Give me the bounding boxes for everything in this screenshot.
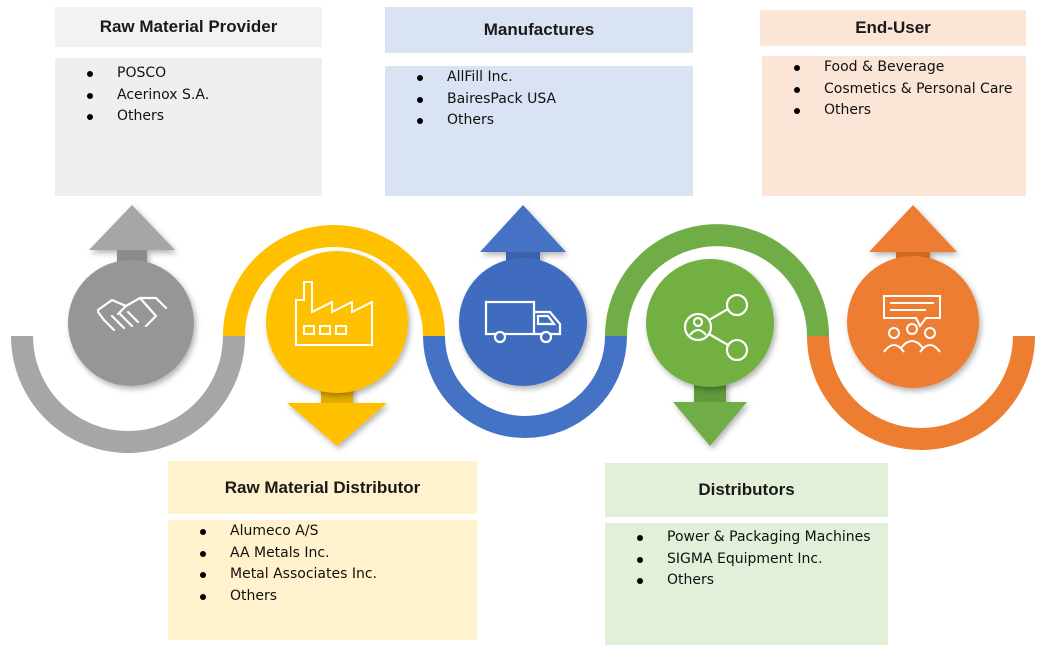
list-item: SIGMA Equipment Inc. <box>605 549 888 571</box>
stage-node-raw-material-provider <box>68 205 194 386</box>
stage-node-end-user <box>847 205 979 388</box>
end-user-list: Food & Beverage Cosmetics & Personal Car… <box>762 56 1026 196</box>
share-network-icon <box>683 293 749 362</box>
list-item: BairesPack USA <box>385 89 693 111</box>
list-item: Cosmetics & Personal Care <box>762 79 1026 101</box>
connector-ribbon <box>11 224 1035 453</box>
distributors-title: Distributors <box>605 463 888 517</box>
factory-icon <box>295 281 373 346</box>
ribbon-segment-orange <box>807 335 1035 450</box>
distributors-list: Power & Packaging Machines SIGMA Equipme… <box>605 523 888 645</box>
ribbon-segment-yellow <box>223 225 445 337</box>
manufactures-title: Manufactures <box>385 7 693 53</box>
stage-circle <box>68 260 194 386</box>
list-item: Alumeco A/S <box>168 521 477 543</box>
truck-icon <box>484 300 562 344</box>
ribbon-segment-gray <box>11 335 245 453</box>
raw-material-distributor-title: Raw Material Distributor <box>168 461 477 514</box>
stage-node-distributors <box>646 259 774 446</box>
ribbon-segment-green <box>605 224 829 337</box>
list-item: AllFill Inc. <box>385 67 693 89</box>
stage-circle <box>459 258 587 386</box>
list-item: Power & Packaging Machines <box>605 527 888 549</box>
list-item: AA Metals Inc. <box>168 543 477 565</box>
list-item: Metal Associates Inc. <box>168 564 477 586</box>
raw-material-provider-list: POSCO Acerinox S.A. Others <box>55 58 322 196</box>
list-item: Others <box>385 110 693 132</box>
stage-node-raw-material-distributor <box>266 251 408 446</box>
stage-circle <box>266 251 408 393</box>
list-item: POSCO <box>55 63 322 85</box>
raw-material-distributor-list: Alumeco A/S AA Metals Inc. Metal Associa… <box>168 520 477 640</box>
list-item: Others <box>55 106 322 128</box>
stage-circle <box>847 256 979 388</box>
end-user-title: End-User <box>760 10 1026 46</box>
list-item: Others <box>762 100 1026 122</box>
ribbon-segment-blue <box>423 335 627 438</box>
handshake-icon <box>96 296 168 332</box>
stage-node-manufactures <box>459 205 587 386</box>
manufactures-list: AllFill Inc. BairesPack USA Others <box>385 66 693 196</box>
audience-icon <box>883 295 941 353</box>
list-item: Others <box>168 586 477 608</box>
list-item: Food & Beverage <box>762 57 1026 79</box>
list-item: Others <box>605 570 888 592</box>
list-item: Acerinox S.A. <box>55 85 322 107</box>
raw-material-provider-title: Raw Material Provider <box>55 7 322 47</box>
